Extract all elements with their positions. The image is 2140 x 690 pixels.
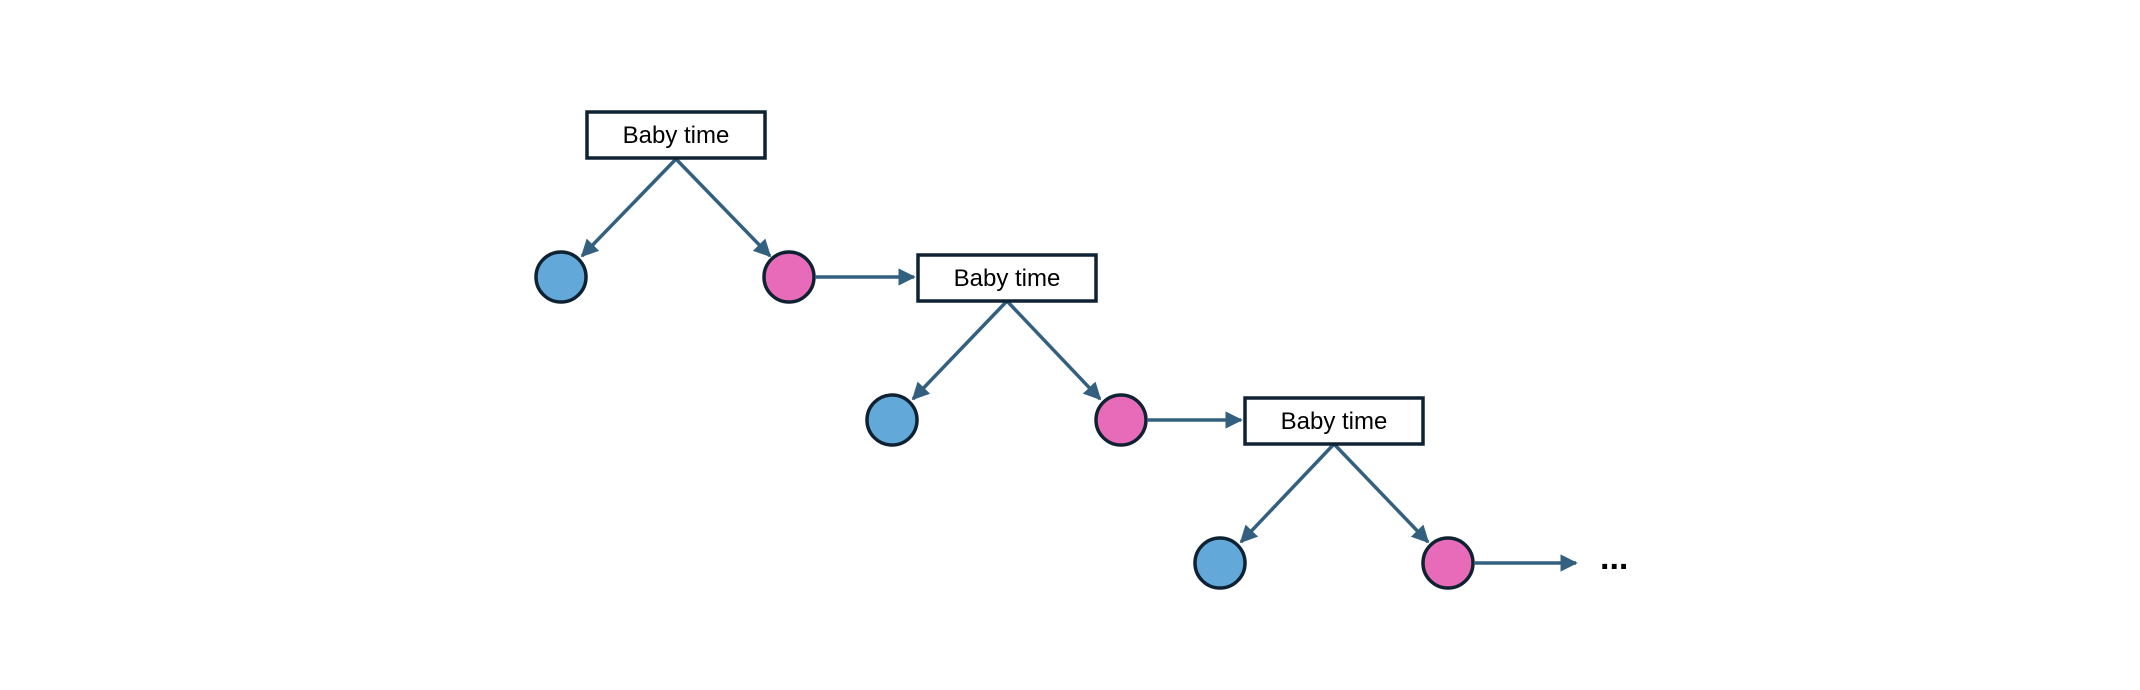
continuation-ellipsis: ... [1600, 539, 1628, 577]
blue-node-3 [1193, 536, 1247, 590]
edge-stage3-to-pink [1332, 442, 1430, 544]
edge-stage1-to-pink [674, 157, 772, 258]
baby-time-label-3: Baby time [1281, 408, 1388, 435]
baby-time-label-2: Baby time [954, 265, 1061, 292]
blue-node-1 [534, 250, 588, 304]
pink-node-1 [762, 250, 816, 304]
stage-1: Baby time [534, 110, 916, 304]
edge-stage3-to-blue [1239, 442, 1336, 544]
stage-2: Baby time [865, 253, 1243, 447]
edge-stage1-to-blue [580, 157, 678, 258]
baby-time-label-1: Baby time [623, 122, 730, 149]
baby-time-box-1: Baby time [585, 110, 767, 160]
baby-time-box-2: Baby time [916, 253, 1098, 303]
blue-node-2 [865, 393, 919, 447]
pink-node-3 [1421, 536, 1475, 590]
edge-stage2-to-blue [911, 299, 1009, 401]
baby-time-box-3: Baby time [1243, 396, 1425, 446]
stage-3: Baby time [1193, 396, 1578, 590]
edge-stage2-to-pink [1005, 299, 1102, 401]
pink-node-2 [1094, 393, 1148, 447]
